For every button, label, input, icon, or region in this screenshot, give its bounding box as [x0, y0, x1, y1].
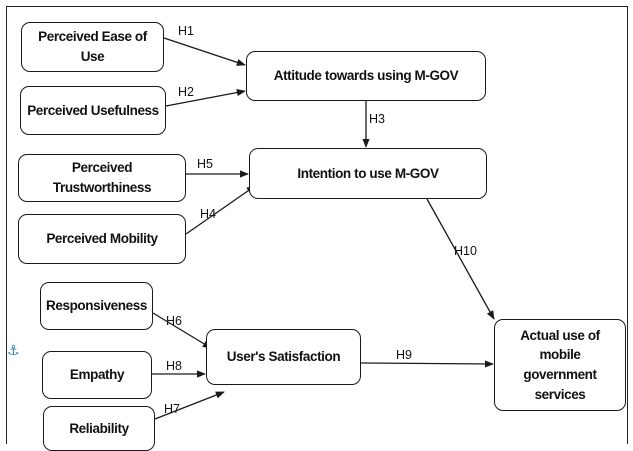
box-reliability: Reliability — [43, 406, 155, 451]
box-actual-use: Actual use of mobile government services — [494, 319, 626, 411]
label-h4: H4 — [200, 207, 216, 221]
arrow-h10 — [426, 198, 495, 320]
box-perceived-ease-of-use: Perceived Ease of Use — [21, 22, 164, 72]
arrow-h9 — [360, 360, 494, 368]
box-responsiveness: Responsiveness — [40, 282, 153, 330]
diagram-frame — [6, 6, 628, 444]
arrow-h1 — [163, 37, 246, 66]
label-h5: H5 — [197, 157, 213, 171]
label-h3: H3 — [369, 112, 385, 126]
label-h8: H8 — [166, 359, 182, 373]
label-h7: H7 — [164, 402, 180, 416]
arrow-h7 — [154, 391, 225, 420]
box-empathy: Empathy — [42, 351, 152, 399]
label-h9: H9 — [396, 348, 412, 362]
label-h10: H10 — [454, 244, 477, 258]
arrow-h4 — [185, 185, 256, 235]
label-h2: H2 — [178, 85, 194, 99]
box-perceived-trustworthiness: Perceived Trustworthiness — [18, 154, 186, 202]
box-attitude: Attitude towards using M-GOV — [246, 51, 486, 101]
arrow-h6 — [152, 312, 212, 349]
box-perceived-mobility: Perceived Mobility — [18, 214, 186, 264]
arrow-h2 — [165, 88, 246, 107]
anchor-icon[interactable]: ⚓ — [7, 343, 20, 359]
label-h6: H6 — [166, 314, 182, 328]
box-users-satisfaction: User's Satisfaction — [206, 329, 361, 385]
box-intention: Intention to use M-GOV — [249, 148, 487, 199]
label-h1: H1 — [178, 24, 194, 38]
box-perceived-usefulness: Perceived Usefulness — [20, 86, 166, 135]
